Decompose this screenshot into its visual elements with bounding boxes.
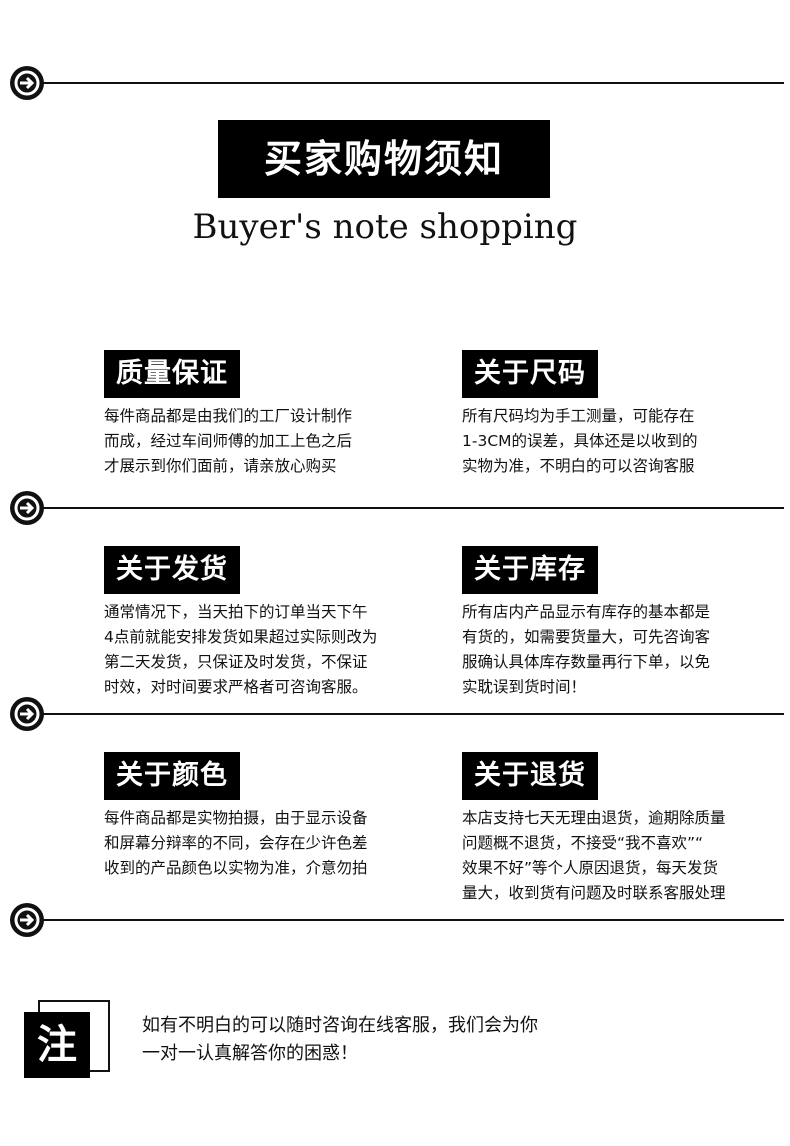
section-size: 关于尺码 所有尺码均为手工测量，可能存在 1-3CM的误差，具体还是以收到的 实…	[462, 350, 772, 479]
section-heading: 关于发货	[104, 546, 240, 594]
divider-line	[40, 713, 784, 715]
section-body: 通常情况下，当天拍下的订单当天下午 4点前就能安排发货如果超过实际则改为 第二天…	[104, 603, 378, 696]
arrow-right-circle-icon	[10, 491, 44, 525]
page-title: 买家购物须知	[218, 120, 550, 198]
page-subtitle: Buyer's note shopping	[192, 207, 578, 247]
section-body: 所有尺码均为手工测量，可能存在 1-3CM的误差，具体还是以收到的 实物为准，不…	[462, 407, 698, 475]
arrow-right-circle-icon	[10, 697, 44, 731]
section-body: 每件商品都是实物拍摄，由于显示设备 和屏幕分辩率的不同，会存在少许色差 收到的产…	[104, 809, 368, 877]
note-badge-label: 注	[24, 1012, 90, 1078]
note-text: 如有不明白的可以随时咨询在线客服，我们会为你 一对一认真解答你的困惑！	[142, 1015, 538, 1064]
divider-line	[40, 507, 784, 509]
section-heading: 质量保证	[104, 350, 240, 398]
divider-2	[10, 491, 784, 525]
divider-line	[40, 82, 784, 84]
section-quality: 质量保证 每件商品都是由我们的工厂设计制作 而成，经过车间师傅的加工上色之后 才…	[104, 350, 414, 479]
divider-4	[10, 903, 784, 937]
section-body: 本店支持七天无理由退货，逾期除质量 问题概不退货，不接受“我不喜欢”“ 效果不好…	[462, 809, 726, 902]
section-returns: 关于退货 本店支持七天无理由退货，逾期除质量 问题概不退货，不接受“我不喜欢”“…	[462, 752, 772, 906]
arrow-right-circle-icon	[10, 66, 44, 100]
section-heading: 关于退货	[462, 752, 598, 800]
divider-line	[40, 919, 784, 921]
divider-3	[10, 697, 784, 731]
section-body: 所有店内产品显示有库存的基本都是 有货的，如需要货量大，可先咨询客 服确认具体库…	[462, 603, 711, 696]
section-heading: 关于库存	[462, 546, 598, 594]
section-stock: 关于库存 所有店内产品显示有库存的基本都是 有货的，如需要货量大，可先咨询客 服…	[462, 546, 772, 700]
section-color: 关于颜色 每件商品都是实物拍摄，由于显示设备 和屏幕分辩率的不同，会存在少许色差…	[104, 752, 414, 881]
section-heading: 关于尺码	[462, 350, 598, 398]
section-body: 每件商品都是由我们的工厂设计制作 而成，经过车间师傅的加工上色之后 才展示到你们…	[104, 407, 353, 475]
section-shipping: 关于发货 通常情况下，当天拍下的订单当天下午 4点前就能安排发货如果超过实际则改…	[104, 546, 414, 700]
divider-1	[10, 66, 784, 100]
arrow-right-circle-icon	[10, 903, 44, 937]
section-heading: 关于颜色	[104, 752, 240, 800]
note-badge: 注	[24, 1000, 110, 1080]
